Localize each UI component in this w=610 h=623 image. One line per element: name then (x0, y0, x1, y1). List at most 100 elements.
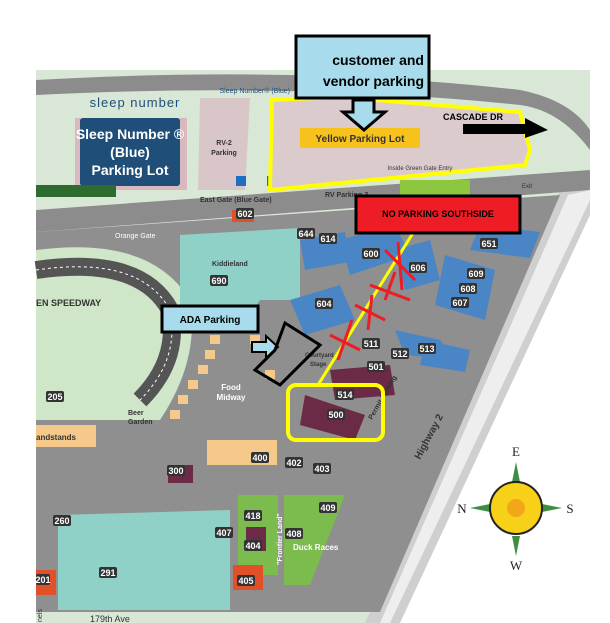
svg-text:404: 404 (245, 541, 260, 551)
north-road (36, 74, 590, 150)
svg-text:Midway: Midway (217, 393, 246, 402)
building-644: 644 (297, 228, 315, 239)
building-403: 403 (313, 463, 331, 474)
svg-text:402: 402 (286, 458, 301, 468)
svg-text:614: 614 (320, 234, 335, 244)
building-404: 404 (244, 540, 262, 551)
svg-text:andstands: andstands (36, 433, 77, 442)
building-418: 418 (244, 510, 262, 521)
building-690: 690 (210, 275, 228, 286)
svg-text:Inside Green Gate Entry: Inside Green Gate Entry (388, 166, 453, 172)
building-405: 405 (237, 575, 255, 586)
svg-text:514: 514 (337, 390, 352, 400)
svg-text:Parking: Parking (211, 150, 237, 157)
customer-vendor-parking-callout: customer and vendor parking (294, 34, 431, 132)
compass-south: S (566, 501, 573, 516)
svg-text:644: 644 (298, 229, 313, 239)
right-arrow-icon (463, 118, 548, 138)
svg-text:609: 609 (468, 269, 483, 279)
svg-text:608: 608 (460, 284, 475, 294)
svg-text:"Frontier Land": "Frontier Land" (277, 513, 284, 565)
building-291: 291 (99, 567, 117, 578)
svg-text:500: 500 (328, 410, 343, 420)
ada-parking-area-outline (252, 320, 323, 387)
building-260: 260 (53, 515, 71, 526)
svg-text:NO PARKING SOUTHSIDE: NO PARKING SOUTHSIDE (382, 209, 494, 219)
building-501: 501 (367, 361, 385, 372)
sleep-number-lot-label: Sleep Number ® (76, 126, 185, 142)
building-300: 300 (167, 465, 185, 476)
svg-text:291: 291 (100, 568, 115, 578)
building-607: 607 (451, 297, 469, 308)
accessible-icon (236, 176, 246, 186)
svg-text:Beer: Beer (128, 410, 144, 417)
sleep-number-parking-lot (80, 118, 180, 186)
tree-row (36, 185, 116, 197)
svg-text:(Blue): (Blue) (110, 144, 150, 160)
building-400: 400 (251, 452, 269, 463)
carnival-area (58, 510, 230, 610)
food-stands (170, 335, 275, 419)
svg-text:201: 201 (35, 575, 50, 585)
svg-text:Parking Lot: Parking Lot (91, 162, 168, 178)
building-402: 402 (285, 457, 303, 468)
building-604: 604 (315, 298, 333, 309)
building-512: 512 (391, 348, 409, 359)
svg-text:690: 690 (211, 276, 226, 286)
cascade-dr-label: CASCADE DR (443, 112, 504, 122)
building-609: 609 (467, 268, 485, 279)
building-407: 407 (215, 527, 233, 538)
svg-text:vendor parking: vendor parking (323, 73, 424, 89)
svg-text:customer and: customer and (332, 52, 424, 68)
svg-text:205: 205 (47, 392, 62, 402)
east-gate-label: East Gate (Blue Gate) (200, 197, 272, 204)
building-614: 614 (319, 233, 337, 244)
building-511: 511 (362, 338, 380, 349)
svg-text:nels: nels (37, 609, 44, 622)
yellow-lot-label: Yellow Parking Lot (316, 134, 406, 145)
building-409: 409 (319, 502, 337, 513)
grandstands (36, 425, 96, 447)
compass-rose: E W N S (457, 444, 573, 573)
yellow-route-line (316, 224, 420, 386)
svg-text:403: 403 (314, 464, 329, 474)
svg-text:408: 408 (286, 529, 301, 539)
compass-north: N (457, 501, 467, 516)
svg-text:Duck Races: Duck Races (293, 543, 339, 552)
compass-east: E (512, 444, 520, 459)
svg-text:501: 501 (368, 362, 383, 372)
compass-west: W (510, 558, 523, 573)
building-205: 205 (46, 391, 64, 402)
building-500: 500 (327, 409, 345, 420)
building-514: 514 (336, 389, 354, 400)
building-608: 608 (459, 283, 477, 294)
svg-text:651: 651 (481, 239, 496, 249)
ada-parking-callout: ADA Parking (160, 304, 323, 387)
svg-text:ADA Parking: ADA Parking (180, 315, 241, 326)
svg-text:409: 409 (320, 503, 335, 513)
sleep-number-logo: sleep number (90, 95, 181, 110)
down-arrow-icon (338, 98, 390, 132)
building-513: 513 (418, 343, 436, 354)
svg-text:513: 513 (419, 344, 434, 354)
rv-2-parking (198, 98, 250, 190)
svg-text:Garden: Garden (128, 419, 153, 426)
svg-text:Courtyard: Courtyard (305, 353, 334, 359)
svg-text:RV Parking-3: RV Parking-3 (325, 192, 369, 199)
svg-text:512: 512 (392, 349, 407, 359)
duck-races-area (284, 495, 345, 585)
building-602: 602 (236, 208, 254, 219)
courtyard-stage-highlight (286, 383, 385, 442)
building-651: 651 (480, 238, 498, 249)
svg-text:RV-2: RV-2 (216, 140, 232, 147)
sleep-number-blue-label: Sleep Number® (Blue) (219, 87, 290, 95)
building-408: 408 (285, 528, 303, 539)
svg-text:Kiddieland: Kiddieland (212, 261, 248, 268)
svg-text:300: 300 (168, 466, 183, 476)
svg-text:Orange Gate: Orange Gate (115, 233, 156, 240)
svg-text:602: 602 (237, 209, 252, 219)
svg-text:Stage: Stage (310, 362, 327, 368)
svg-text:405: 405 (238, 576, 253, 586)
building-tags: 602 644 614 600 606 651 609 608 607 604 … (35, 208, 498, 586)
